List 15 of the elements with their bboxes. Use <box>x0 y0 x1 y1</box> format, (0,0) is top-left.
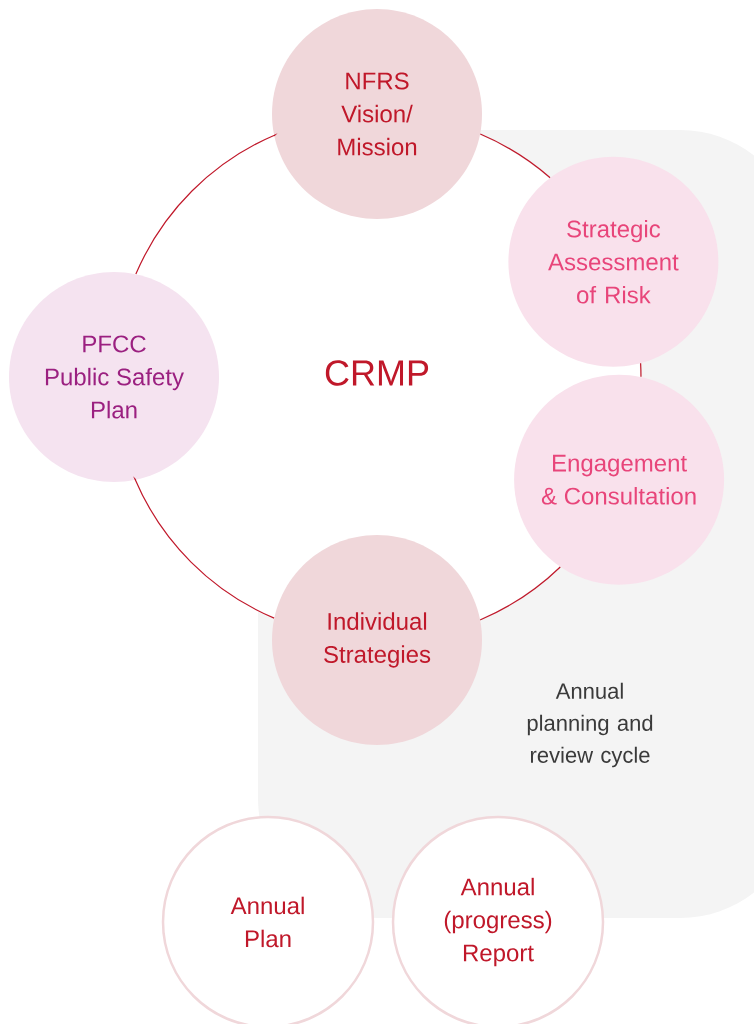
cycle-caption: Annual planning and review cycle <box>527 682 653 768</box>
circle-node: Strategic Assessment of Risk <box>508 156 719 367</box>
ring-arc <box>134 478 275 619</box>
circle-node: Engagement & Consultation <box>514 374 725 585</box>
ring-arc <box>479 566 561 621</box>
circle-node: PFCC Public Safety Plan <box>9 272 219 482</box>
ring-arc <box>479 133 551 179</box>
center-title: CRMP <box>325 360 429 386</box>
circle-node: NFRS Vision/ Mission <box>272 9 482 219</box>
node-label: Annual Plan <box>230 896 304 948</box>
circle-node: Annual Plan <box>161 815 375 1024</box>
circle-node: Annual (progress) Report <box>391 815 605 1024</box>
circle-node: Individual Strategies <box>272 535 482 745</box>
ring-arc <box>640 362 642 378</box>
ring-arc <box>135 134 276 275</box>
